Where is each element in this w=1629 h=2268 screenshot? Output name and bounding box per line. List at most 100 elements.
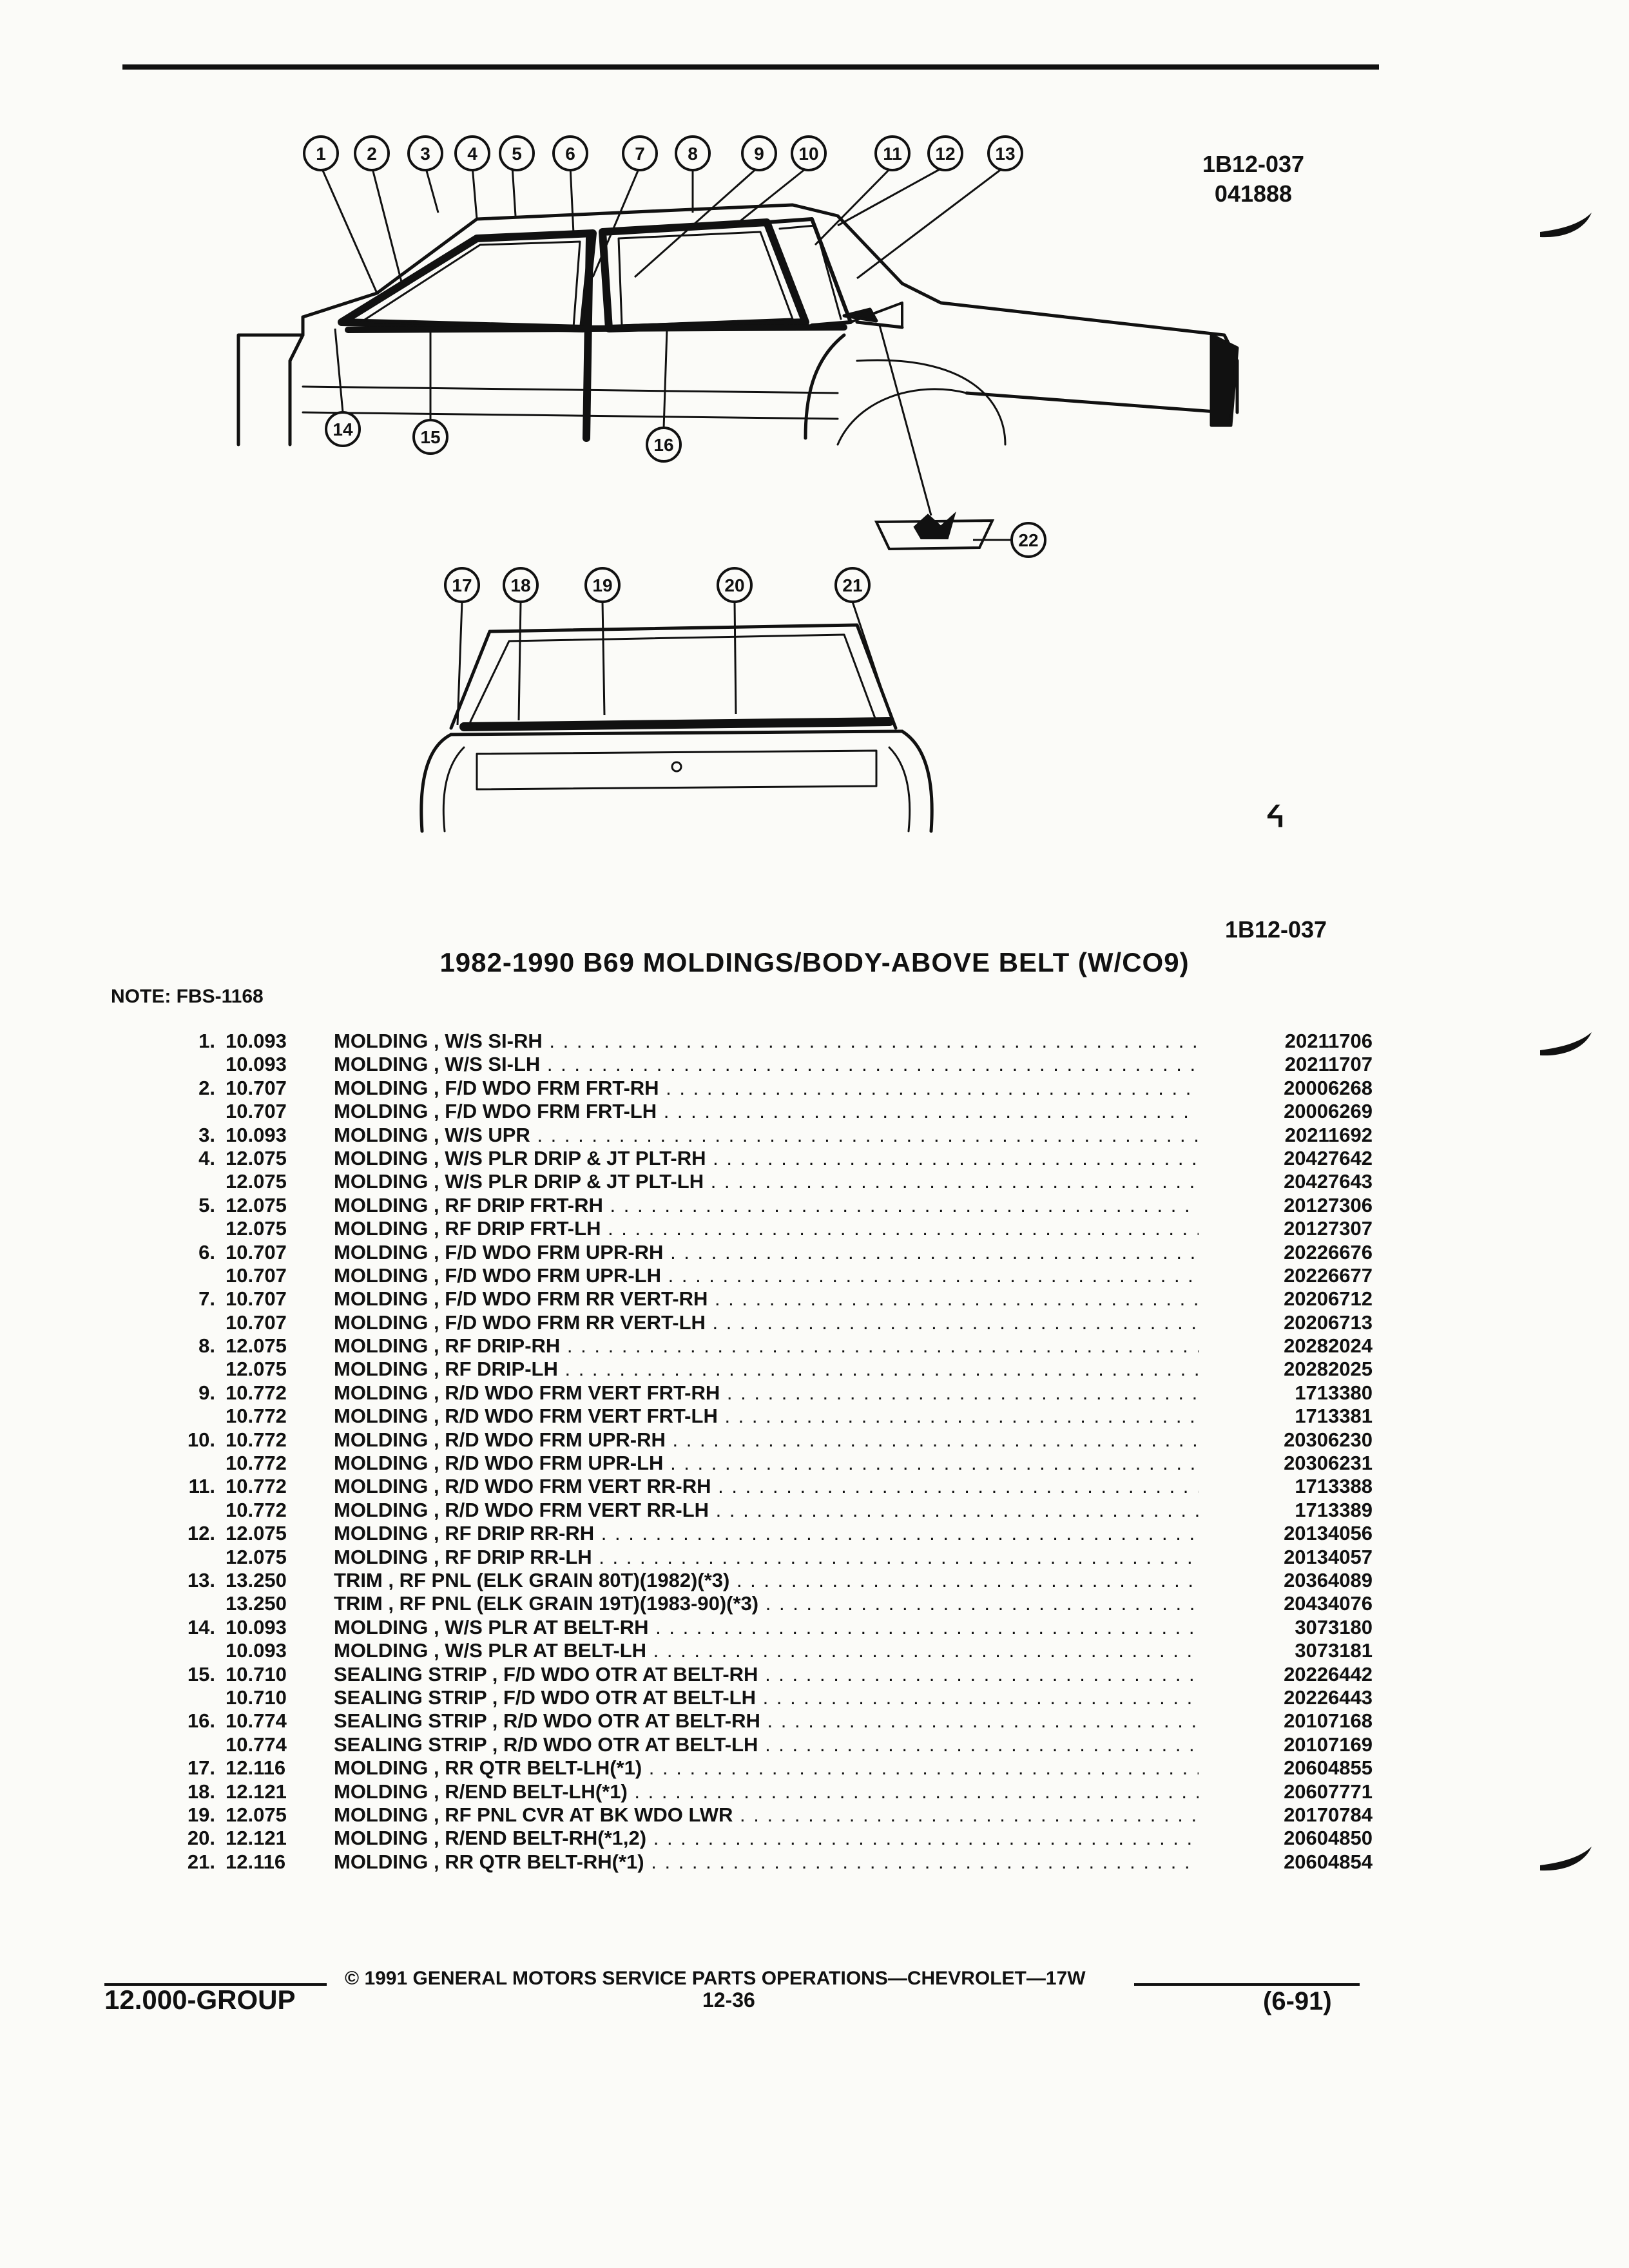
part-description: MOLDING , RR QTR BELT-RH(*1) [334, 1850, 1199, 1874]
part-number: 20282024 [1284, 1334, 1373, 1358]
part-description: MOLDING , W/S SI-LH [334, 1053, 1199, 1076]
part-group: 10.710 [226, 1662, 287, 1686]
svg-text:13: 13 [995, 144, 1015, 164]
part-number: 20226676 [1284, 1240, 1373, 1264]
rear-view-car [419, 623, 934, 833]
part-description: MOLDING , F/D WDO FRM RR VERT-RH [334, 1287, 1199, 1311]
part-group: 13.250 [226, 1592, 287, 1615]
page-title: 1982-1990 B69 MOLDINGS/BODY-ABOVE BELT (… [439, 947, 1190, 977]
callout-numbers: 1 2 3 4 5 6 7 8 9 10 11 12 13 14 15 16 1… [316, 144, 1038, 595]
part-description: MOLDING , RF DRIP RR-LH [334, 1546, 1199, 1569]
callout-4 [454, 135, 490, 171]
part-group: 12.075 [226, 1803, 287, 1826]
callout-18 [503, 567, 539, 603]
part-description: MOLDING , W/S PLR DRIP & JT PLT-RH [334, 1147, 1199, 1170]
part-group: 10.093 [226, 1615, 287, 1639]
part-group: 10.772 [226, 1475, 287, 1498]
part-index: 7. [198, 1287, 215, 1311]
top-rule [122, 64, 1379, 70]
part-number: 20226442 [1284, 1662, 1373, 1686]
part-index: 15. [187, 1662, 215, 1686]
svg-text:14: 14 [333, 419, 353, 439]
part-number: 20282025 [1284, 1358, 1373, 1381]
part-index: 19. [187, 1803, 215, 1826]
part-group: 12.075 [226, 1522, 287, 1545]
part-index: 3. [198, 1123, 215, 1146]
copyright: © 1991 GENERAL MOTORS SERVICE PARTS OPER… [345, 1968, 1086, 1989]
part-number: 20206712 [1284, 1287, 1373, 1311]
part-group: 10.772 [226, 1405, 287, 1428]
part-number: 20226443 [1284, 1686, 1373, 1709]
part-group: 12.075 [226, 1217, 287, 1240]
callout-17 [444, 567, 480, 603]
part-group: 13.250 [226, 1568, 287, 1591]
part-group: 10.774 [226, 1733, 287, 1756]
part-group: 12.075 [226, 1146, 287, 1169]
part-description: MOLDING , RF DRIP FRT-LH [334, 1217, 1199, 1240]
part-number: 20226677 [1284, 1264, 1373, 1287]
parts-illustration: 1 2 3 4 5 6 7 8 9 10 11 12 13 14 15 16 1… [236, 135, 1239, 833]
part-number: 20211706 [1284, 1030, 1373, 1052]
part-number: 20364089 [1284, 1568, 1373, 1591]
part-index: 10. [187, 1428, 215, 1451]
part-group: 10.707 [226, 1240, 287, 1264]
svg-text:12: 12 [935, 144, 955, 164]
part-description: MOLDING , F/D WDO FRM FRT-RH [334, 1077, 1199, 1100]
part-description: MOLDING , RF DRIP FRT-RH [334, 1194, 1199, 1217]
part-description: SEALING STRIP , R/D WDO OTR AT BELT-RH [334, 1709, 1199, 1733]
svg-text:11: 11 [883, 144, 902, 164]
part-index: 11. [188, 1475, 215, 1498]
illustration-code-bottom: 1B12-037 [1224, 916, 1327, 943]
part-description: MOLDING , R/D WDO FRM UPR-LH [334, 1452, 1199, 1475]
part-group: 12.075 [226, 1358, 287, 1381]
part-group: 10.774 [226, 1709, 287, 1733]
callout-13 [987, 135, 1023, 171]
part-group: 10.772 [226, 1381, 287, 1404]
part-index: 16. [187, 1709, 215, 1733]
emblem-part [874, 511, 995, 551]
part-description: MOLDING , F/D WDO FRM FRT-LH [334, 1100, 1199, 1123]
part-index: 5. [198, 1193, 215, 1216]
part-group: 12.121 [226, 1827, 287, 1850]
callout-8 [675, 135, 711, 171]
svg-text:19: 19 [592, 575, 612, 595]
part-number: 3073180 [1295, 1615, 1373, 1639]
callout-bubbles [303, 135, 1046, 603]
part-group: 10.772 [226, 1428, 287, 1451]
part-group: 12.075 [226, 1334, 287, 1358]
svg-text:2: 2 [367, 144, 377, 164]
part-group: 12.075 [226, 1170, 287, 1193]
callout-leaders [320, 165, 1012, 726]
part-number: 1713388 [1295, 1475, 1373, 1498]
part-number: 20134056 [1284, 1522, 1373, 1545]
footer-rule-left [104, 1983, 327, 1986]
svg-text:15: 15 [420, 427, 440, 447]
callout-12 [927, 135, 963, 171]
part-number: 20604850 [1284, 1827, 1373, 1850]
part-group: 10.707 [226, 1076, 287, 1099]
part-number: 20427642 [1284, 1146, 1373, 1169]
part-description: MOLDING , R/END BELT-RH(*1,2) [334, 1827, 1199, 1850]
callout-22 [1010, 522, 1046, 558]
part-index: 1. [198, 1030, 215, 1052]
part-group: 10.093 [226, 1053, 287, 1076]
part-number: 20107169 [1284, 1733, 1373, 1756]
side-view-car [236, 203, 1239, 447]
svg-text:18: 18 [510, 575, 530, 595]
callout-19 [584, 567, 621, 603]
part-group: 12.116 [226, 1756, 286, 1780]
callout-10 [791, 135, 827, 171]
